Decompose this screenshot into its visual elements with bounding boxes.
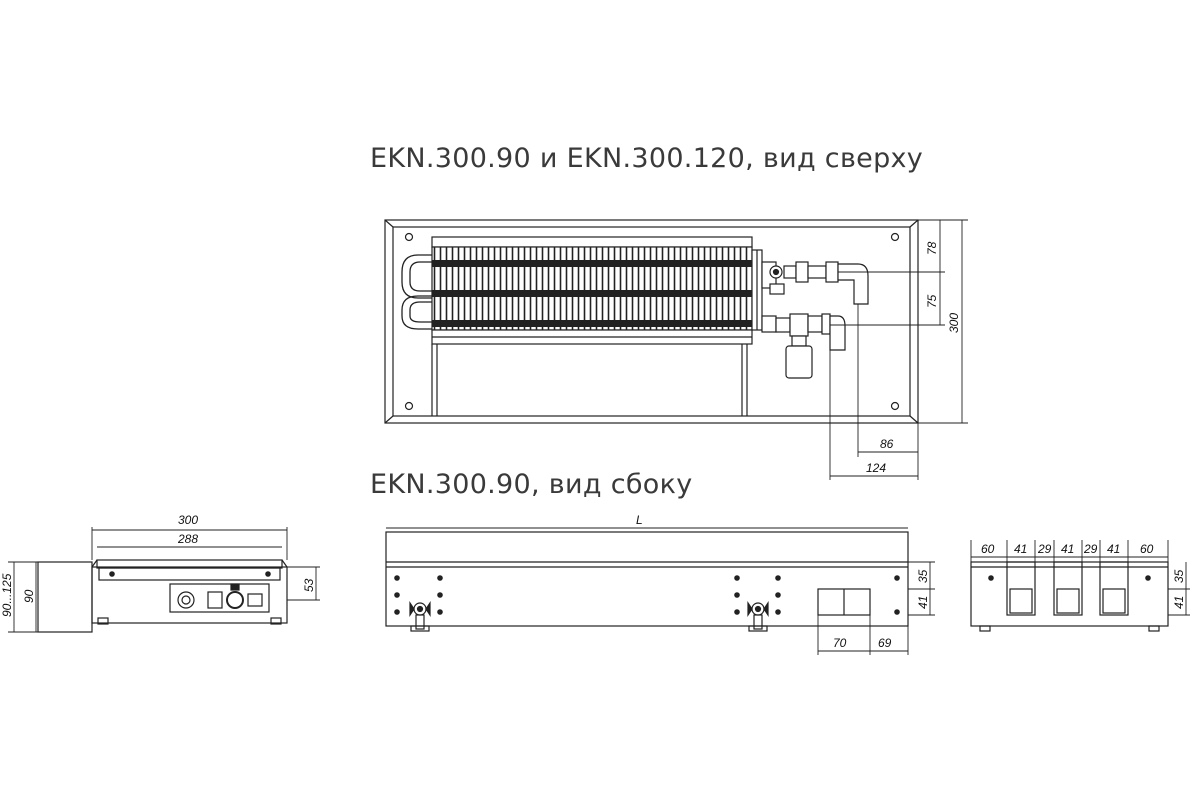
- pipe-fitting: [226, 591, 244, 609]
- dim-end-29-a: 29: [1037, 542, 1052, 556]
- end-view: [970, 540, 1190, 632]
- dim-78: 78: [925, 241, 939, 255]
- side-view-title: EKN.300.90, вид сбоку: [370, 469, 693, 500]
- dim-288: 288: [177, 532, 198, 546]
- dim-300-section: 300: [178, 513, 198, 527]
- dim-end-60-left: 60: [981, 542, 995, 556]
- end-opening: [1099, 561, 1129, 616]
- pipe-fitting: [177, 591, 195, 609]
- dim-75: 75: [925, 294, 939, 308]
- cross-section-dimensions: [8, 527, 320, 633]
- dim-end-41-a: 41: [1014, 542, 1027, 556]
- dim-90-125: 90...125: [0, 573, 14, 617]
- end-opening: [1053, 561, 1083, 616]
- dim-end-35: 35: [1172, 569, 1186, 583]
- dim-300-top: 300: [947, 313, 961, 333]
- cross-section-view: [8, 527, 320, 633]
- dim-L: L: [636, 513, 643, 527]
- mount-hole: [890, 401, 900, 411]
- mount-hole: [404, 401, 414, 411]
- dim-end-60-right: 60: [1140, 542, 1154, 556]
- dim-end-41-b: 41: [1061, 542, 1074, 556]
- return-valve: [761, 313, 846, 379]
- mount-hole: [404, 232, 414, 242]
- supply-valve: [761, 261, 869, 305]
- top-view-title: EKN.300.90 и EKN.300.120, вид сверху: [370, 143, 924, 174]
- adjustable-foot: [747, 601, 769, 632]
- top-view-outer-frame: [384, 219, 919, 424]
- top-view: [384, 219, 968, 480]
- side-view-dimensions: [386, 527, 935, 655]
- dim-69: 69: [878, 636, 892, 650]
- mount-hole: [890, 232, 900, 242]
- dim-53: 53: [302, 578, 316, 592]
- top-view-inner-frame: [392, 226, 911, 417]
- dim-86: 86: [880, 437, 894, 451]
- end-opening: [1006, 561, 1036, 616]
- dim-end-41-c: 41: [1107, 542, 1120, 556]
- dim-70: 70: [833, 636, 847, 650]
- end-view-dimensions: [970, 540, 1190, 616]
- adjustable-foot: [409, 601, 431, 632]
- dim-end-41: 41: [1172, 596, 1186, 609]
- dim-41: 41: [916, 596, 930, 609]
- side-view: [385, 527, 935, 655]
- dim-end-29-b: 29: [1083, 542, 1098, 556]
- dim-35: 35: [916, 569, 930, 583]
- heat-exchanger: [401, 236, 763, 345]
- dim-124: 124: [866, 461, 886, 475]
- dim-90: 90: [22, 589, 36, 603]
- top-view-dimensions: [829, 219, 968, 480]
